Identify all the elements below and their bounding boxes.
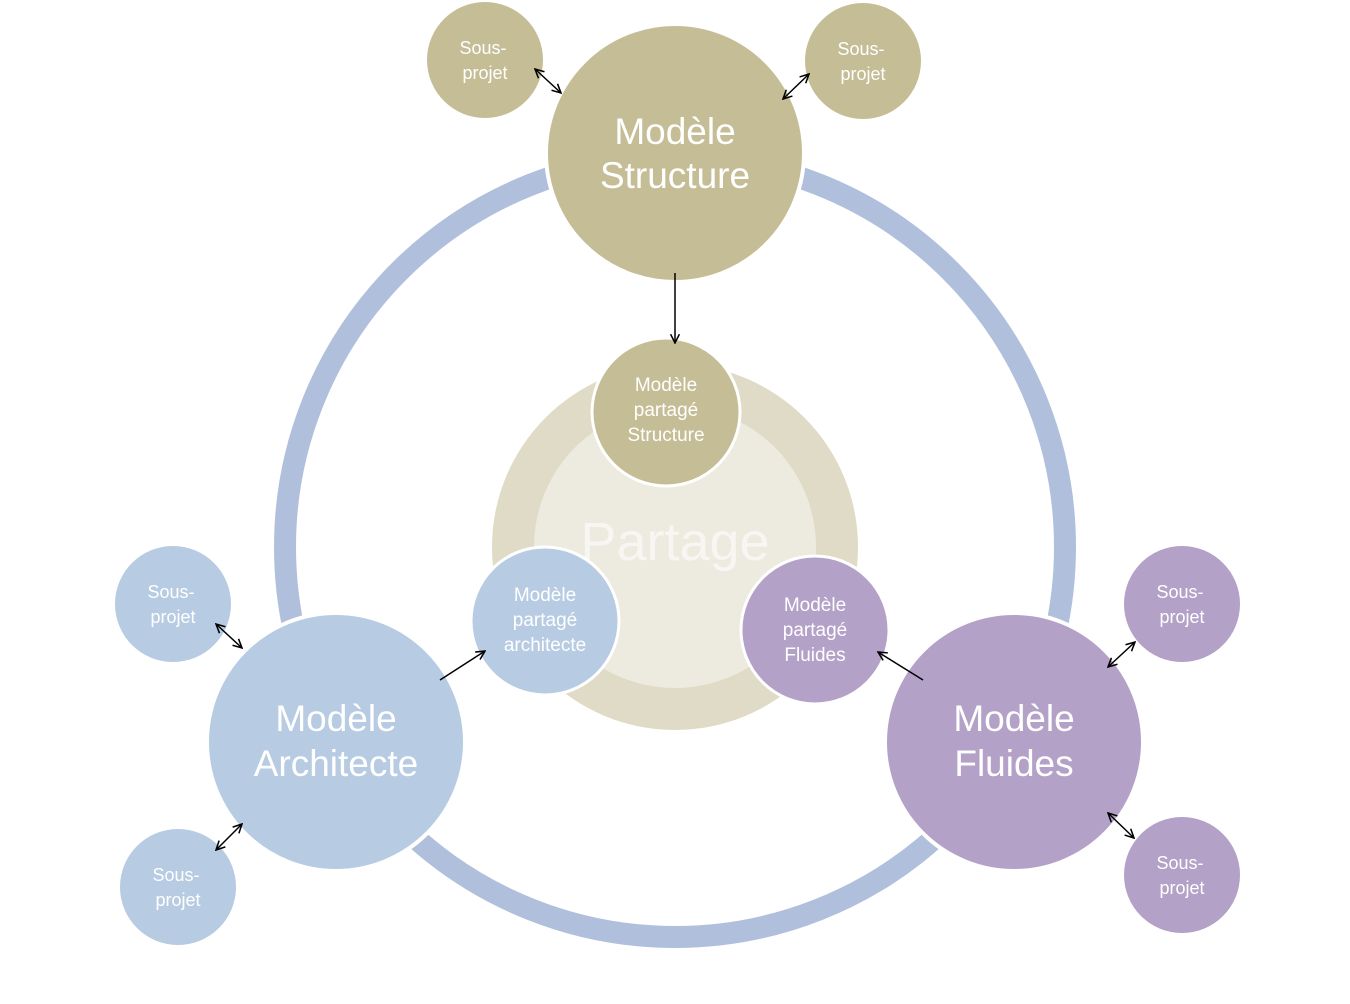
model-fluides-circle[interactable] (883, 611, 1145, 873)
shared-fluides-line2: partagé (783, 620, 847, 641)
center-label: Partage (580, 512, 769, 572)
arrow-subproject-structure-right (783, 74, 809, 99)
shared-structure-line1: Modèle (635, 375, 697, 396)
shared-structure[interactable]: Modèle partagé Structure (590, 336, 742, 488)
shared-structure-line2: partagé (634, 400, 698, 421)
subproject-line1: Sous- (1156, 853, 1203, 873)
shared-architecte-line1: Modèle (514, 585, 576, 606)
shared-fluides-line3: Fluides (784, 645, 845, 666)
subproject-fluides-top[interactable]: Sous- projet (1124, 546, 1240, 662)
subproject-line1: Sous- (147, 582, 194, 602)
shared-architecte[interactable]: Modèle partagé architecte (469, 545, 621, 697)
subproject-line1: Sous- (837, 39, 884, 59)
model-fluides-label-line1: Modèle (953, 698, 1074, 739)
shared-structure-line3: Structure (627, 425, 704, 446)
model-structure-label-line2: Structure (600, 155, 750, 196)
subproject-line2: projet (150, 607, 195, 627)
subproject-line1: Sous- (152, 865, 199, 885)
model-architecte-circle[interactable] (205, 611, 467, 873)
shared-structure-circle[interactable] (590, 336, 742, 488)
subproject-line2: projet (462, 63, 507, 83)
arrow-fluides-to-shared (878, 652, 924, 681)
subproject-structure-left-circle[interactable] (427, 2, 543, 118)
subproject-line2: projet (840, 64, 885, 84)
subproject-line1: Sous- (1156, 582, 1203, 602)
subproject-structure-left[interactable]: Sous- projet (427, 2, 543, 118)
subproject-architecte-bottom-circle[interactable] (120, 829, 236, 945)
model-structure-circle[interactable] (544, 22, 806, 284)
subproject-architecte-top[interactable]: Sous- projet (115, 546, 231, 662)
model-architecte-label-line1: Modèle (275, 698, 396, 739)
shared-architecte-line2: partagé (513, 610, 577, 631)
subproject-architecte-bottom[interactable]: Sous- projet (120, 829, 236, 945)
model-fluides-label-line2: Fluides (954, 743, 1073, 784)
model-structure[interactable]: Modèle Structure (544, 22, 806, 284)
subproject-structure-right[interactable]: Sous- projet (805, 3, 921, 119)
subproject-line2: projet (155, 890, 200, 910)
subproject-line1: Sous- (459, 38, 506, 58)
shared-fluides-circle[interactable] (739, 554, 891, 706)
shared-fluides-line1: Modèle (784, 595, 846, 616)
subproject-line2: projet (1159, 878, 1204, 898)
subproject-architecte-top-circle[interactable] (115, 546, 231, 662)
shared-architecte-circle[interactable] (469, 545, 621, 697)
subproject-structure-right-circle[interactable] (805, 3, 921, 119)
arrow-subproject-structure-left (535, 69, 561, 93)
subproject-line2: projet (1159, 607, 1204, 627)
subproject-fluides-bottom-circle[interactable] (1124, 817, 1240, 933)
subproject-fluides-bottom[interactable]: Sous- projet (1124, 817, 1240, 933)
arrow-subproject-fluides-top (1108, 642, 1135, 667)
arrow-subproject-architecte-top (216, 624, 242, 648)
model-architecte[interactable]: Modèle Architecte (205, 611, 467, 873)
shared-fluides[interactable]: Modèle partagé Fluides (739, 554, 891, 706)
model-fluides[interactable]: Modèle Fluides (883, 611, 1145, 873)
subproject-fluides-top-circle[interactable] (1124, 546, 1240, 662)
arrow-subproject-fluides-bottom (1108, 813, 1134, 838)
model-architecte-label-line2: Architecte (254, 743, 419, 784)
shared-architecte-line3: architecte (504, 635, 586, 656)
arrow-subproject-architecte-bottom (216, 824, 242, 850)
model-structure-label-line1: Modèle (614, 111, 735, 152)
arrow-architecte-to-shared (439, 651, 485, 681)
